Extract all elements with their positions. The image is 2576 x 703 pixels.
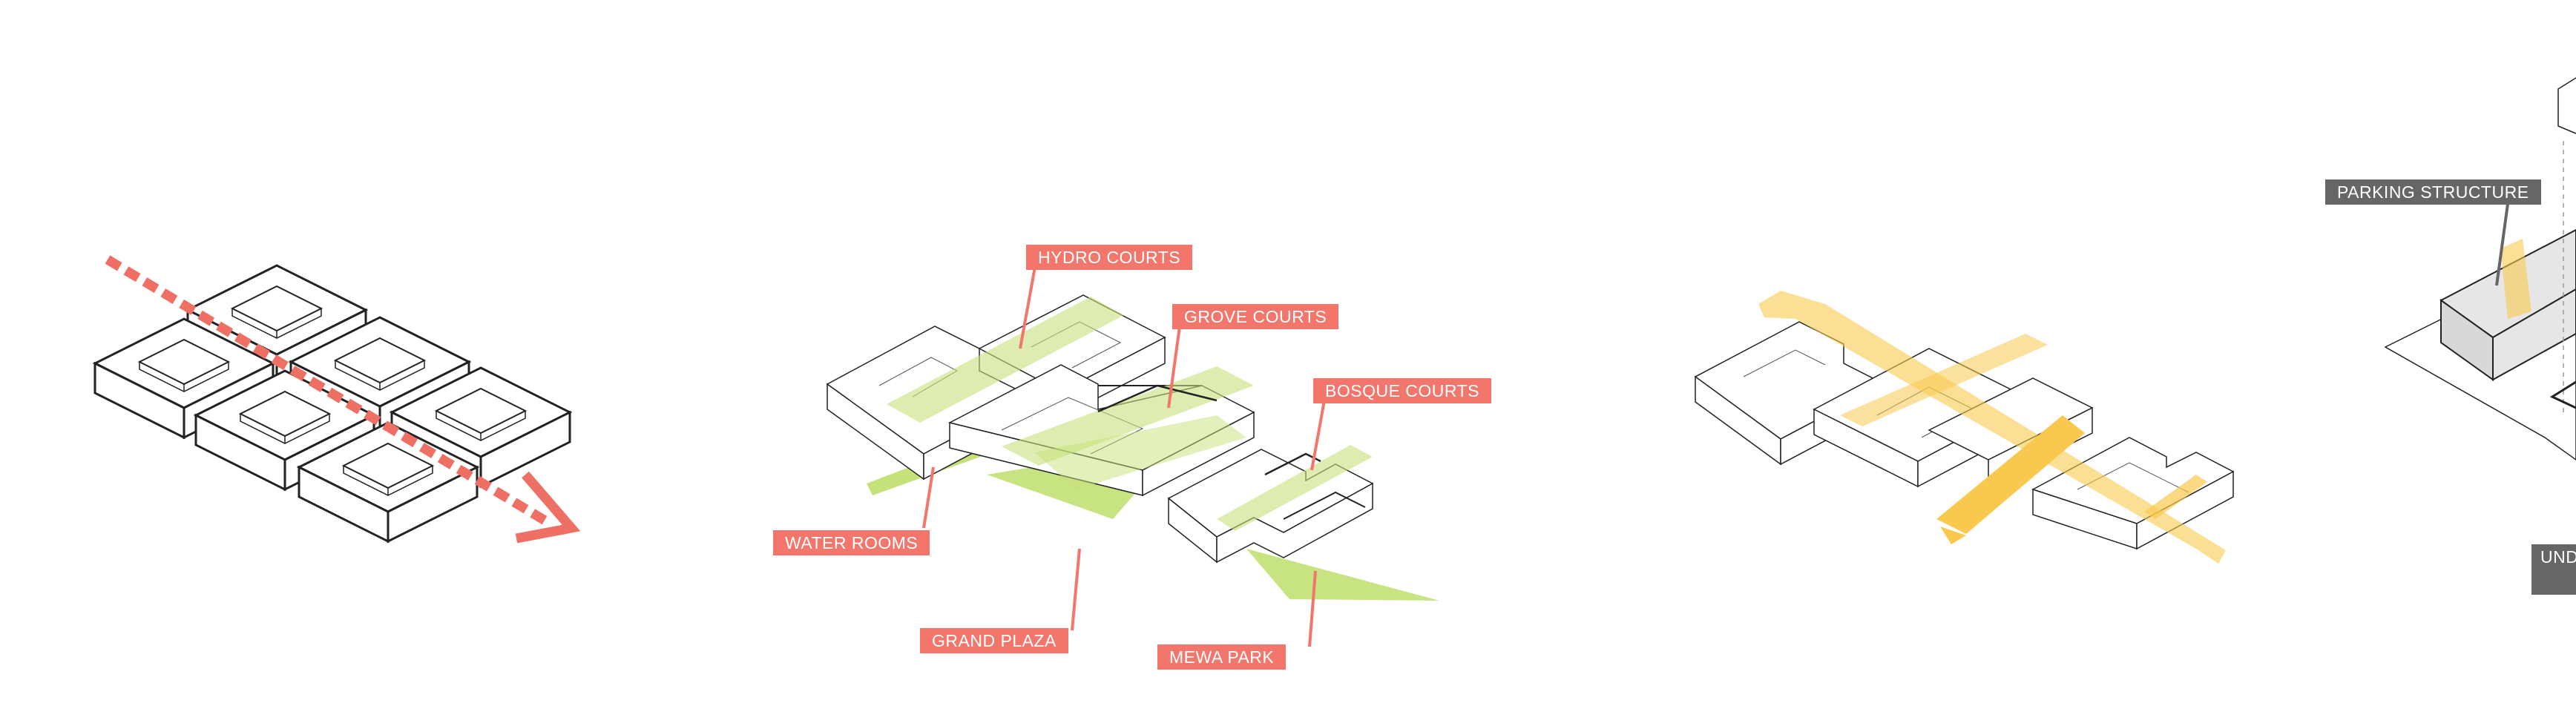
leader-water	[922, 466, 935, 529]
leader-plaza	[1071, 548, 1081, 631]
leader-grove	[1167, 326, 1181, 409]
route-arrowhead	[515, 471, 581, 544]
green-band-hydro	[887, 297, 1124, 423]
leader-mewa	[1308, 570, 1317, 647]
panel-1-courtyard-grid	[93, 255, 581, 544]
leader-parking	[2495, 203, 2509, 286]
label-bosque-courts: BOSQUE COURTS	[1313, 378, 1491, 403]
leader-hydro	[1019, 266, 1036, 349]
green-band-grove	[1002, 366, 1254, 466]
parking-block-right-face	[2492, 288, 2576, 381]
yellow-flow-east	[2144, 475, 2207, 519]
label-grove-courts: GROVE COURTS	[1172, 304, 1339, 329]
yellow-flow-main	[1758, 291, 2226, 564]
label-underground: UND	[2531, 544, 2576, 595]
label-mewa-park: MEWA PARK	[1157, 644, 1287, 670]
panel-3-circulation	[1694, 291, 2235, 564]
yellow-flow-south	[1936, 415, 2085, 534]
panel-2-courts-plan	[826, 266, 1439, 647]
label-parking-structure: PARKING STRUCTURE	[2325, 179, 2541, 205]
yellow-flow-cross	[1840, 334, 2048, 426]
green-zone-mewa-park	[1246, 549, 1439, 601]
green-band-center	[1035, 415, 1246, 489]
building-block-p3-right	[2031, 437, 2235, 550]
yellow-flow-parking	[2500, 239, 2531, 319]
label-grand-plaza: GRAND PLAZA	[920, 628, 1068, 653]
label-water-rooms: WATER ROOMS	[773, 530, 930, 555]
lower-block-edge	[2549, 380, 2576, 409]
upper-block-edge	[2557, 77, 2576, 134]
leader-bosque	[1310, 400, 1326, 471]
panel-4-parking	[2384, 77, 2576, 461]
green-band-bosque	[1217, 445, 1373, 531]
yellow-arrow-south	[1940, 527, 1966, 544]
label-hydro-courts: HYDRO COURTS	[1026, 245, 1193, 270]
